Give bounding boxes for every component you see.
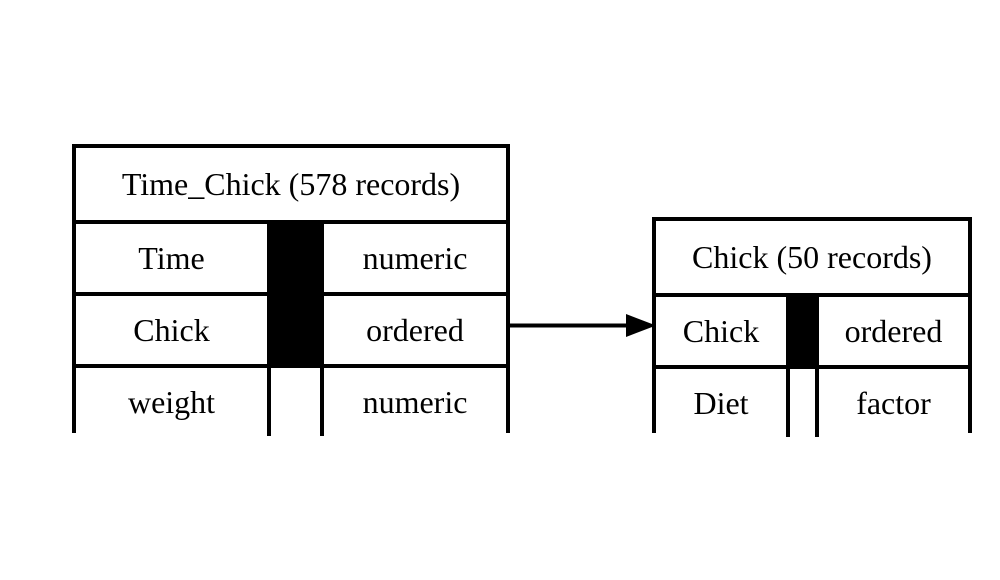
key-indicator-filled — [267, 296, 324, 364]
field-name: Time — [138, 240, 205, 276]
field-type: ordered — [366, 312, 464, 348]
table-row[interactable]: Chick ordered — [76, 292, 506, 364]
key-indicator-filled — [267, 224, 324, 292]
entity-table-chick[interactable]: Chick (50 records) Chick ordered Diet fa… — [652, 217, 972, 437]
key-indicator-empty — [786, 369, 819, 437]
key-indicator-filled — [786, 297, 819, 365]
table-row[interactable]: weight numeric — [76, 364, 506, 436]
table-title-time-chick: Time_Chick (578 records) — [76, 148, 506, 220]
table-row[interactable]: Chick ordered — [656, 293, 968, 365]
table-row[interactable]: Time numeric — [76, 220, 506, 292]
field-name: Chick — [133, 312, 210, 348]
field-name: weight — [127, 384, 216, 420]
field-name: Diet — [693, 385, 749, 421]
right-arrow-icon — [626, 314, 656, 337]
field-type: ordered — [844, 313, 943, 349]
field-type: numeric — [362, 384, 468, 420]
entity-table-time-chick[interactable]: Time_Chick (578 records) Time numeric Ch… — [72, 144, 510, 436]
key-indicator-empty — [267, 368, 324, 436]
table-title-chick: Chick (50 records) — [656, 221, 968, 293]
table-row[interactable]: Diet factor — [656, 365, 968, 437]
field-type: factor — [856, 385, 931, 421]
field-name: Chick — [682, 313, 760, 349]
relationship-arrow — [510, 314, 656, 337]
field-type: numeric — [362, 240, 468, 276]
